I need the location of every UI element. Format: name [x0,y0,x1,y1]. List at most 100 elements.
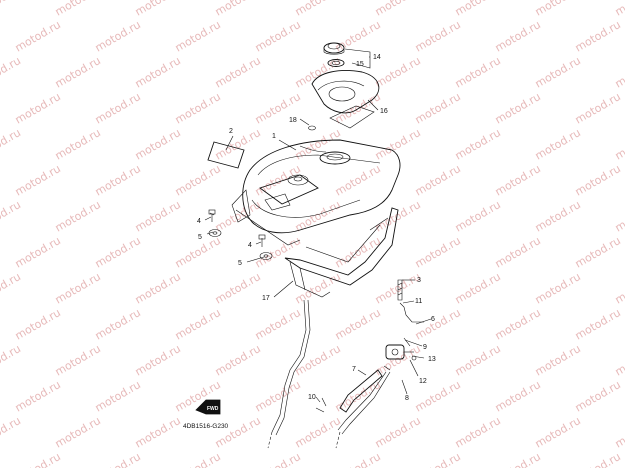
watermark-text: motod.ru [13,90,63,126]
watermark-text: motod.ru [213,126,263,162]
watermark-text: motod.ru [373,0,423,19]
callout-17: 17 [262,295,270,302]
watermark-text: motod.ru [133,198,183,234]
watermark-text: motod.ru [453,414,503,450]
watermark-text: motod.ru [93,90,143,126]
watermark-text: motod.ru [0,198,23,234]
watermark-text: motod.ru [213,414,263,450]
watermark-text: motod.ru [53,342,103,378]
watermark-text: motod.ru [0,270,23,306]
watermark-text: motod.ru [533,414,583,450]
cap-assembly-drawing [308,42,380,131]
callout-4b: 4 [248,242,252,249]
watermark-text: motod.ru [53,270,103,306]
watermark-text: motod.ru [13,18,63,54]
watermark-text: motod.ru [493,18,543,54]
watermark-text: motod.ru [333,18,383,54]
watermark-text: motod.ru [493,90,543,126]
watermark-text: motod.ru [53,0,103,19]
watermark-text: motod.ru [53,126,103,162]
fuel-tank-drawing [231,139,401,246]
watermark-text: motod.ru [613,414,625,450]
watermark-text: motod.ru [453,54,503,90]
watermark-text: motod.ru [413,234,463,270]
watermark-text: motod.ru [413,18,463,54]
watermark-text: motod.ru [333,162,383,198]
watermark-text: motod.ru [13,306,63,342]
watermark-text: motod.ru [0,342,23,378]
watermark-text: motod.ru [493,234,543,270]
fwd-label: FWD [207,406,219,412]
watermark-text: motod.ru [573,450,623,468]
watermark-text: motod.ru [573,162,623,198]
watermark-text: motod.ru [533,270,583,306]
watermark-text: motod.ru [453,198,503,234]
watermark-text: motod.ru [93,450,143,468]
watermark-text: motod.ru [493,450,543,468]
watermark-text: motod.ru [573,234,623,270]
watermark-text: motod.ru [93,378,143,414]
watermark-text: motod.ru [253,306,303,342]
watermark-text: motod.ru [0,0,23,19]
watermark-text: motod.ru [213,270,263,306]
callout-4a: 4 [197,218,201,225]
watermark-text: motod.ru [293,414,343,450]
callout-1: 1 [272,133,276,140]
watermark-text: motod.ru [413,306,463,342]
watermark-text: motod.ru [213,342,263,378]
watermark-text: motod.ru [133,0,183,19]
watermark-text: motod.ru [613,342,625,378]
callout-5a: 5 [198,234,202,241]
callout-12: 12 [419,378,427,385]
callout-14: 14 [373,54,381,61]
watermark-text: motod.ru [0,54,23,90]
watermark-text: motod.ru [413,90,463,126]
watermark-text: motod.ru [173,18,223,54]
watermark-text: motod.ru [533,126,583,162]
callout-11: 11 [415,298,422,305]
watermark-text: motod.ru [533,0,583,19]
watermark-text: motod.ru [613,198,625,234]
watermark-text: motod.ru [453,270,503,306]
callout-13: 13 [428,356,436,363]
watermark-text: motod.ru [173,306,223,342]
watermark-text: motod.ru [493,162,543,198]
watermark-text: motod.ru [533,342,583,378]
fwd-arrow: FWD [195,399,221,415]
watermark-text: motod.ru [253,18,303,54]
watermark-text: motod.ru [493,378,543,414]
watermark-text: motod.ru [93,18,143,54]
callout-labels: 1 2 3 4 4 5 5 6 7 8 9 10 11 12 13 14 15 … [197,54,436,402]
callout-7: 7 [352,366,356,373]
watermark-text: motod.ru [293,270,343,306]
watermark-text: motod.ru [493,306,543,342]
watermark-text: motod.ru [93,306,143,342]
watermark-text: motod.ru [173,90,223,126]
watermark-text: motod.ru [13,450,63,468]
watermark-text: motod.ru [93,234,143,270]
watermark-text: motod.ru [613,0,625,19]
watermark-text: motod.ru [13,162,63,198]
callout-2: 2 [229,128,233,135]
watermark-text: motod.ru [573,90,623,126]
callout-6: 6 [431,316,435,323]
tank-tray-drawing [284,207,399,298]
watermark-text: motod.ru [213,54,263,90]
fuel-pump-drawing [267,279,424,449]
watermark-text: motod.ru [533,54,583,90]
watermark-text: motod.ru [53,54,103,90]
leader-lines [204,48,432,403]
watermark-text: motod.ru [13,378,63,414]
callout-16: 16 [380,108,388,115]
watermark-text: motod.ru [453,342,503,378]
decal-drawing [207,141,245,169]
callout-15: 15 [356,61,364,68]
watermark-text: motod.ru [173,162,223,198]
watermark-text: motod.ru [253,162,303,198]
callout-3: 3 [417,277,421,284]
watermark-text: motod.ru [573,378,623,414]
watermark-text: motod.ru [613,126,625,162]
watermark-text: motod.ru [13,234,63,270]
